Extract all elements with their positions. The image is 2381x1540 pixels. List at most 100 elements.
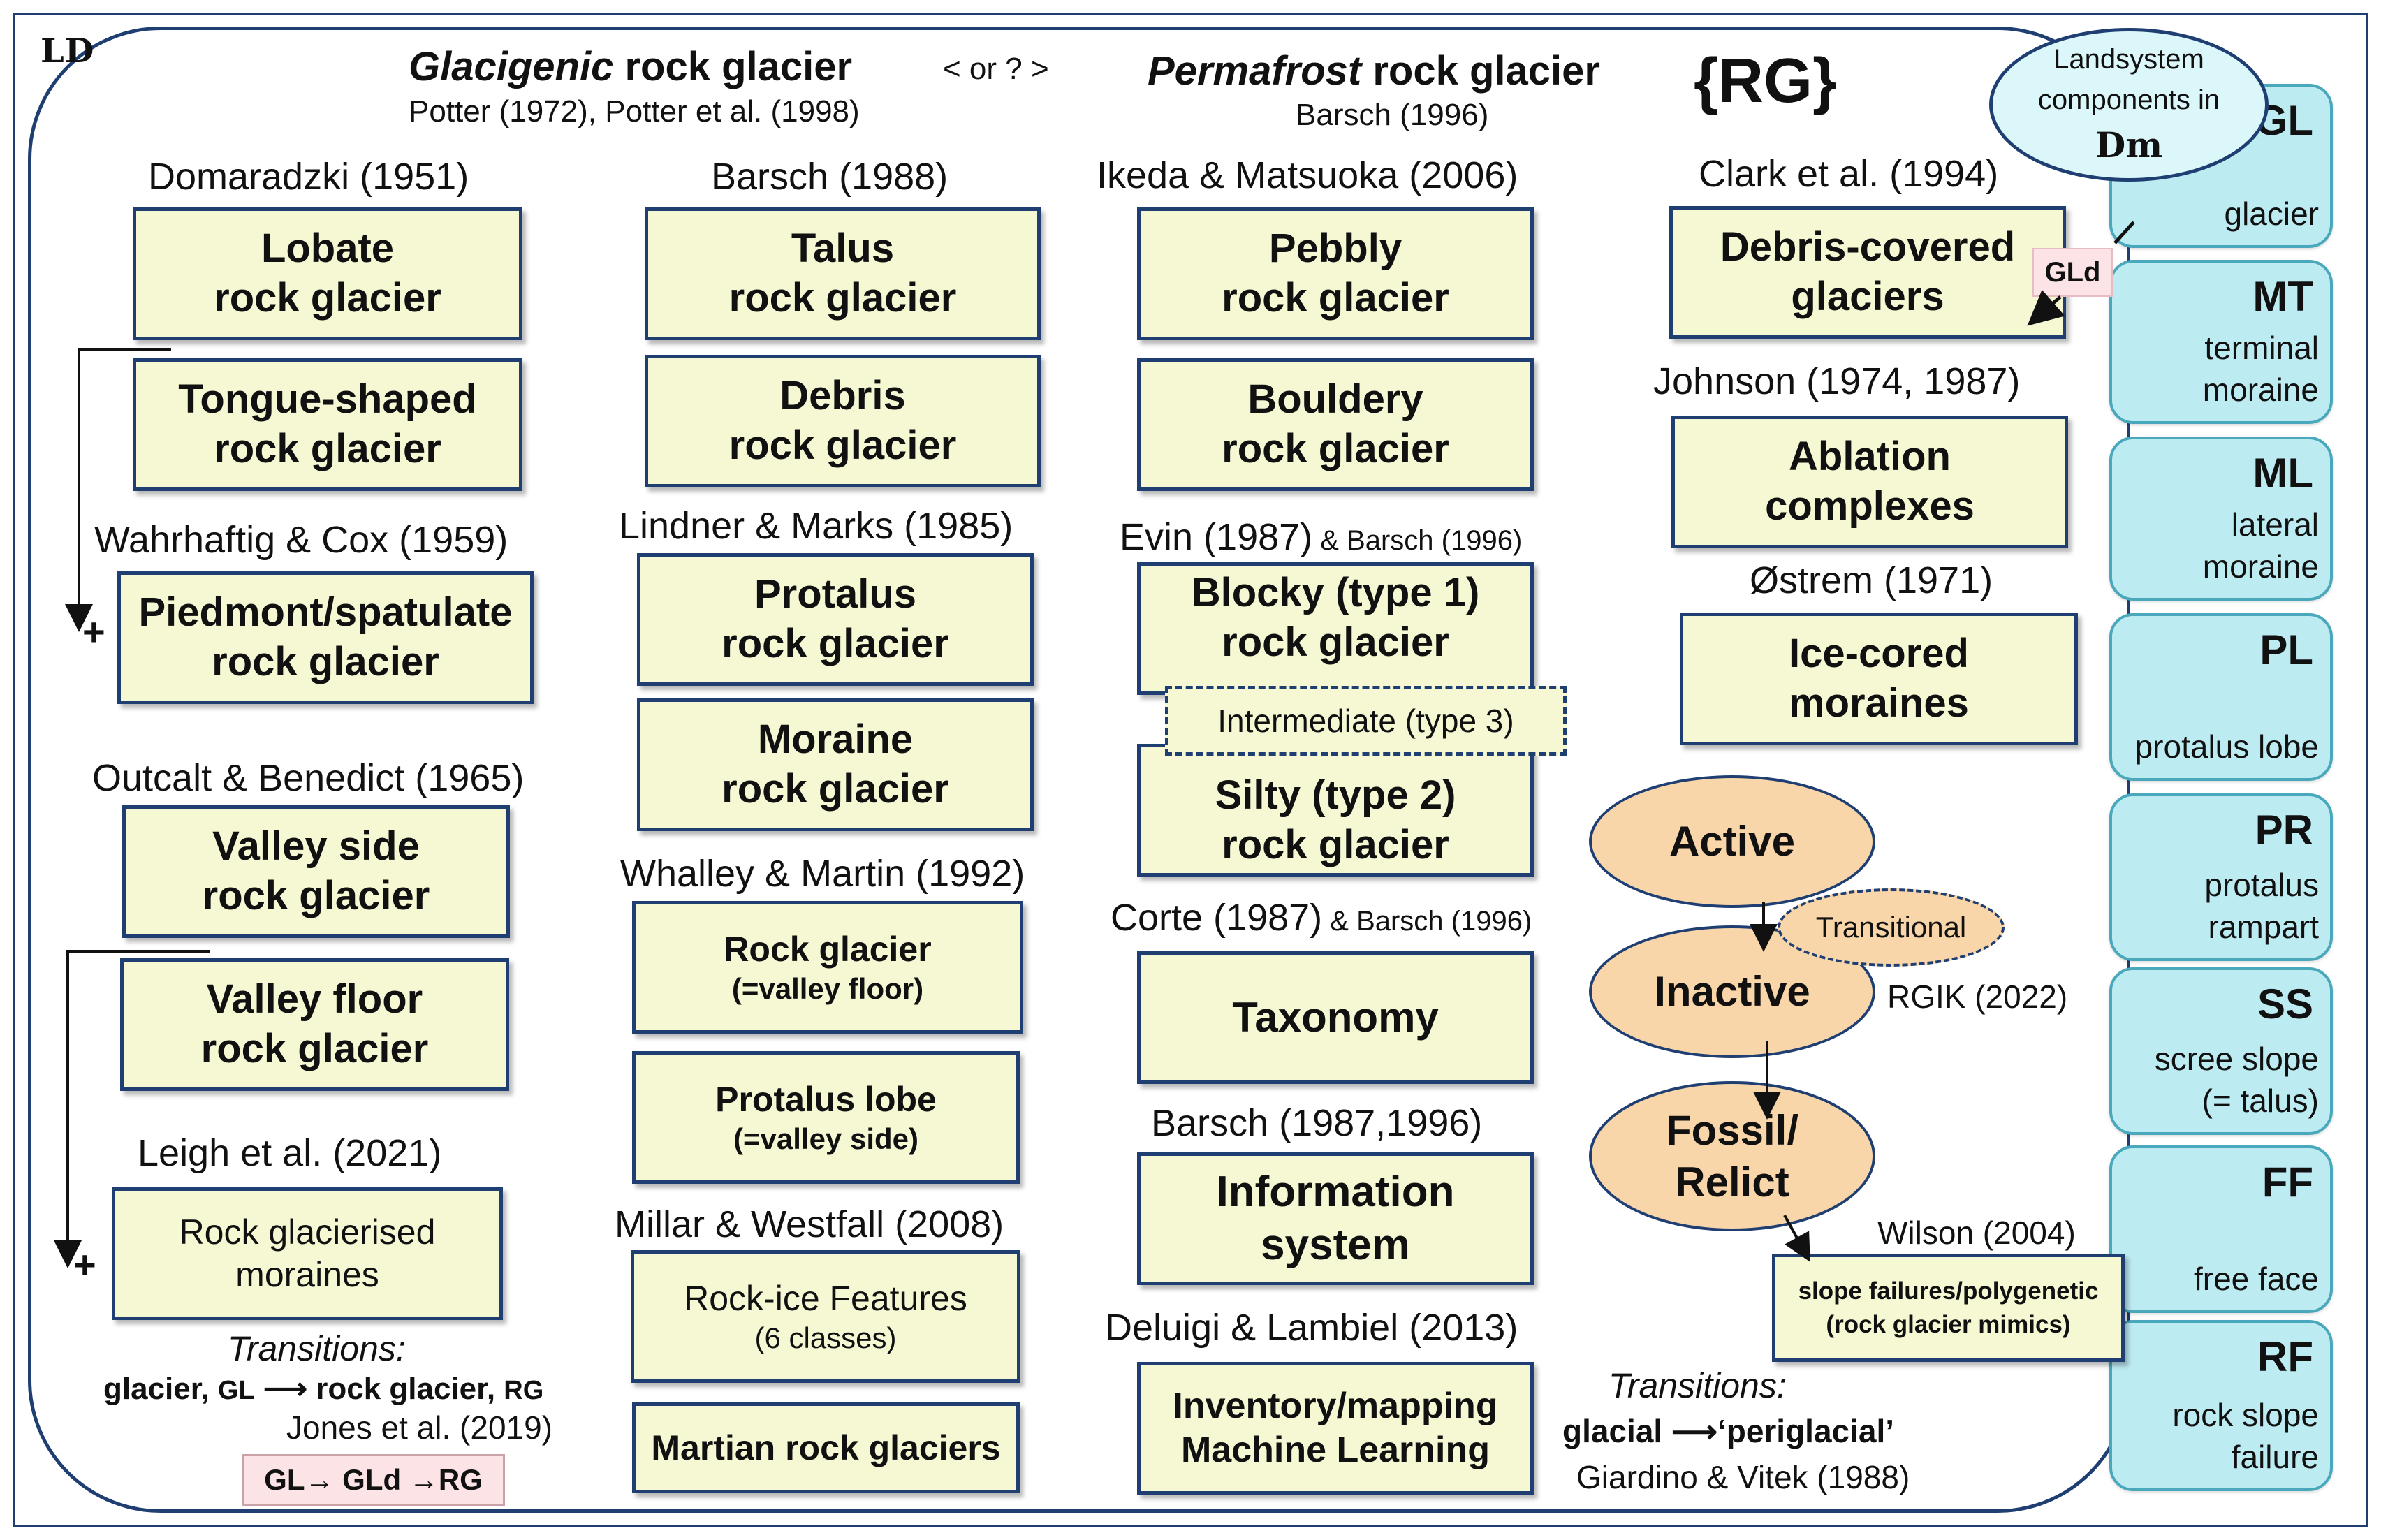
box-inventory-mapping[interactable]: Inventory/mapping Machine Learning xyxy=(1137,1362,1534,1495)
component-ss[interactable]: SS scree slope (= talus) xyxy=(2109,967,2333,1135)
component-desc: free face xyxy=(2194,1261,2319,1298)
box-silty-type-2[interactable]: Silty (type 2) rock glacier xyxy=(1137,744,1534,877)
box-line2: (6 classes) xyxy=(754,1321,897,1354)
outer-frame xyxy=(13,13,2368,1527)
rg-tag: {RG} xyxy=(1694,46,1838,116)
ld-logo: LD xyxy=(41,31,95,71)
box-line2: rock glacier xyxy=(1222,822,1449,867)
box-line1: Debris-covered xyxy=(1720,224,2016,270)
author-lindner-marks: Lindner & Marks (1985) xyxy=(619,505,1013,547)
box-ice-cored-moraines[interactable]: Ice-cored moraines xyxy=(1680,613,2078,745)
box-line2: rock glacier xyxy=(721,766,949,812)
box-line2: rock glacier xyxy=(1222,275,1449,321)
author-wahrhaftig-cox: Wahrhaftig & Cox (1959) xyxy=(94,519,508,561)
component-desc: lateral moraine xyxy=(2202,506,2319,585)
box-rock-glacier-valley-floor[interactable]: Rock glacier (=valley floor) xyxy=(632,901,1023,1034)
transition-chain-gl-gld-rg: GL→ GLd →RG xyxy=(242,1454,505,1506)
box-line1: Pebbly xyxy=(1268,226,1402,272)
author-small: & Barsch (1996) xyxy=(1322,906,1532,937)
box-rock-glacierised-moraines[interactable]: Rock glacierised moraines xyxy=(112,1187,503,1320)
box-line2: rock glacier xyxy=(202,873,430,918)
author-ikeda-matsuoka: Ikeda & Matsuoka (2006) xyxy=(1097,154,1518,196)
box-rock-ice-features[interactable]: Rock-ice Features (6 classes) xyxy=(631,1250,1020,1383)
permafrost-rest: rock glacier xyxy=(1361,48,1600,94)
box-line2: rock glacier xyxy=(1222,619,1449,665)
box-line2: rock glacier xyxy=(214,275,441,321)
glacigenic-title: Glacigenic rock glacier xyxy=(409,43,852,90)
author-ostrem: Østrem (1971) xyxy=(1750,559,1993,601)
plus-mark: + xyxy=(82,610,105,654)
box-lobate[interactable]: Lobate rock glacier xyxy=(133,207,522,340)
box-information-system[interactable]: Information system xyxy=(1137,1152,1534,1285)
box-line1: slope failures/polygenetic xyxy=(1798,1277,2099,1305)
component-desc: protalus rampart xyxy=(2204,867,2319,946)
box-valley-floor[interactable]: Valley floor rock glacier xyxy=(120,958,509,1091)
gld-tag: GLd xyxy=(2032,248,2113,297)
component-desc: glacier xyxy=(2224,196,2319,233)
arrow-right-icon: ⟶ xyxy=(263,1372,307,1406)
oval-transitional[interactable]: Transitional xyxy=(1778,888,2005,967)
box-line1: Valley side xyxy=(212,823,420,870)
component-code: RF xyxy=(2257,1333,2313,1380)
permafrost-ref: Barsch (1996) xyxy=(1296,98,1489,132)
box-line1: Silty (type 2) xyxy=(1215,772,1456,819)
component-pl[interactable]: PL protalus lobe xyxy=(2109,613,2333,781)
box-line2: rock glacier xyxy=(728,275,957,321)
permafrost-title: Permafrost rock glacier xyxy=(1148,47,1600,94)
box-line2: moraines xyxy=(235,1255,379,1294)
box-line2: (=valley floor) xyxy=(731,971,924,1005)
trans-code: RG xyxy=(504,1376,544,1405)
box-line1: Ice-cored xyxy=(1789,631,1969,677)
oval-active[interactable]: Active xyxy=(1589,775,1875,908)
component-code: PR xyxy=(2255,807,2313,853)
transitions-title: Transitions: xyxy=(228,1329,406,1368)
ref-rgik: RGIK (2022) xyxy=(1887,978,2068,1015)
box-valley-side[interactable]: Valley side rock glacier xyxy=(122,805,510,938)
author-leigh: Leigh et al. (2021) xyxy=(138,1132,442,1174)
box-pebbly[interactable]: Pebbly rock glacier xyxy=(1137,207,1534,340)
box-taxonomy[interactable]: Taxonomy xyxy=(1137,951,1534,1084)
box-piedmont-spatulate[interactable]: Piedmont/spatulate rock glacier xyxy=(117,571,534,704)
box-protalus[interactable]: Protalus rock glacier xyxy=(637,553,1034,686)
box-line1: Talus xyxy=(791,226,895,272)
box-line1: Rock glacierised xyxy=(179,1212,436,1252)
oval-inactive[interactable]: Inactive xyxy=(1589,925,1875,1058)
oval-fossil-relict[interactable]: Fossil/ Relict xyxy=(1589,1081,1875,1231)
box-line2: (rock glacier mimics) xyxy=(1826,1310,2071,1338)
trans-word: glacial xyxy=(1562,1413,1663,1449)
box-protalus-lobe-valley-side[interactable]: Protalus lobe (=valley side) xyxy=(632,1051,1020,1184)
box-slope-failures-mimics[interactable]: slope failures/polygenetic (rock glacier… xyxy=(1772,1254,2125,1362)
component-pr[interactable]: PR protalus rampart xyxy=(2109,793,2333,961)
box-line1: Protalus xyxy=(754,571,917,617)
box-martian-rock-glaciers[interactable]: Martian rock glaciers xyxy=(632,1402,1020,1493)
author-johnson: Johnson (1974, 1987) xyxy=(1653,360,2021,402)
component-ff[interactable]: FF free face xyxy=(2109,1145,2333,1313)
box-tongue-shaped[interactable]: Tongue-shaped rock glacier xyxy=(133,358,522,491)
author-main: Corte (1987) xyxy=(1111,897,1323,939)
box-intermediate-type-3[interactable]: Intermediate (type 3) xyxy=(1165,686,1567,756)
component-mt[interactable]: MT terminal moraine xyxy=(2109,260,2333,424)
trans-word: rock glacier, xyxy=(316,1372,496,1406)
box-line2: Machine Learning xyxy=(1180,1430,1490,1470)
box-debris-covered-glaciers[interactable]: Debris-covered glaciers xyxy=(1669,206,2066,339)
box-talus[interactable]: Talus rock glacier xyxy=(645,207,1041,340)
box-line1: Taxonomy xyxy=(1232,994,1439,1041)
glacigenic-ref: Potter (1972), Potter et al. (1998) xyxy=(409,94,860,129)
author-outcalt-benedict: Outcalt & Benedict (1965) xyxy=(92,757,525,799)
component-rf[interactable]: RF rock slope failure xyxy=(2109,1320,2333,1491)
author-clark: Clark et al. (1994) xyxy=(1699,153,1999,195)
landsystem-line1: Landsystem xyxy=(2053,43,2204,75)
box-line2: rock glacier xyxy=(728,423,957,468)
box-blocky-type-1[interactable]: Blocky (type 1) rock glacier xyxy=(1137,562,1534,695)
box-line1: Lobate xyxy=(261,226,395,272)
component-code: MT xyxy=(2252,273,2313,320)
box-line1: Protalus lobe xyxy=(715,1079,937,1119)
box-ablation-complexes[interactable]: Ablation complexes xyxy=(1671,416,2068,548)
permafrost-word: Permafrost xyxy=(1148,48,1362,94)
component-ml[interactable]: ML lateral moraine xyxy=(2109,437,2333,601)
box-moraine[interactable]: Moraine rock glacier xyxy=(637,698,1034,831)
box-line1: Rock glacier xyxy=(724,929,932,969)
ref-giardino-vitek: Giardino & Vitek (1988) xyxy=(1576,1459,1910,1495)
box-bouldery[interactable]: Bouldery rock glacier xyxy=(1137,358,1534,491)
box-debris[interactable]: Debris rock glacier xyxy=(645,355,1041,487)
